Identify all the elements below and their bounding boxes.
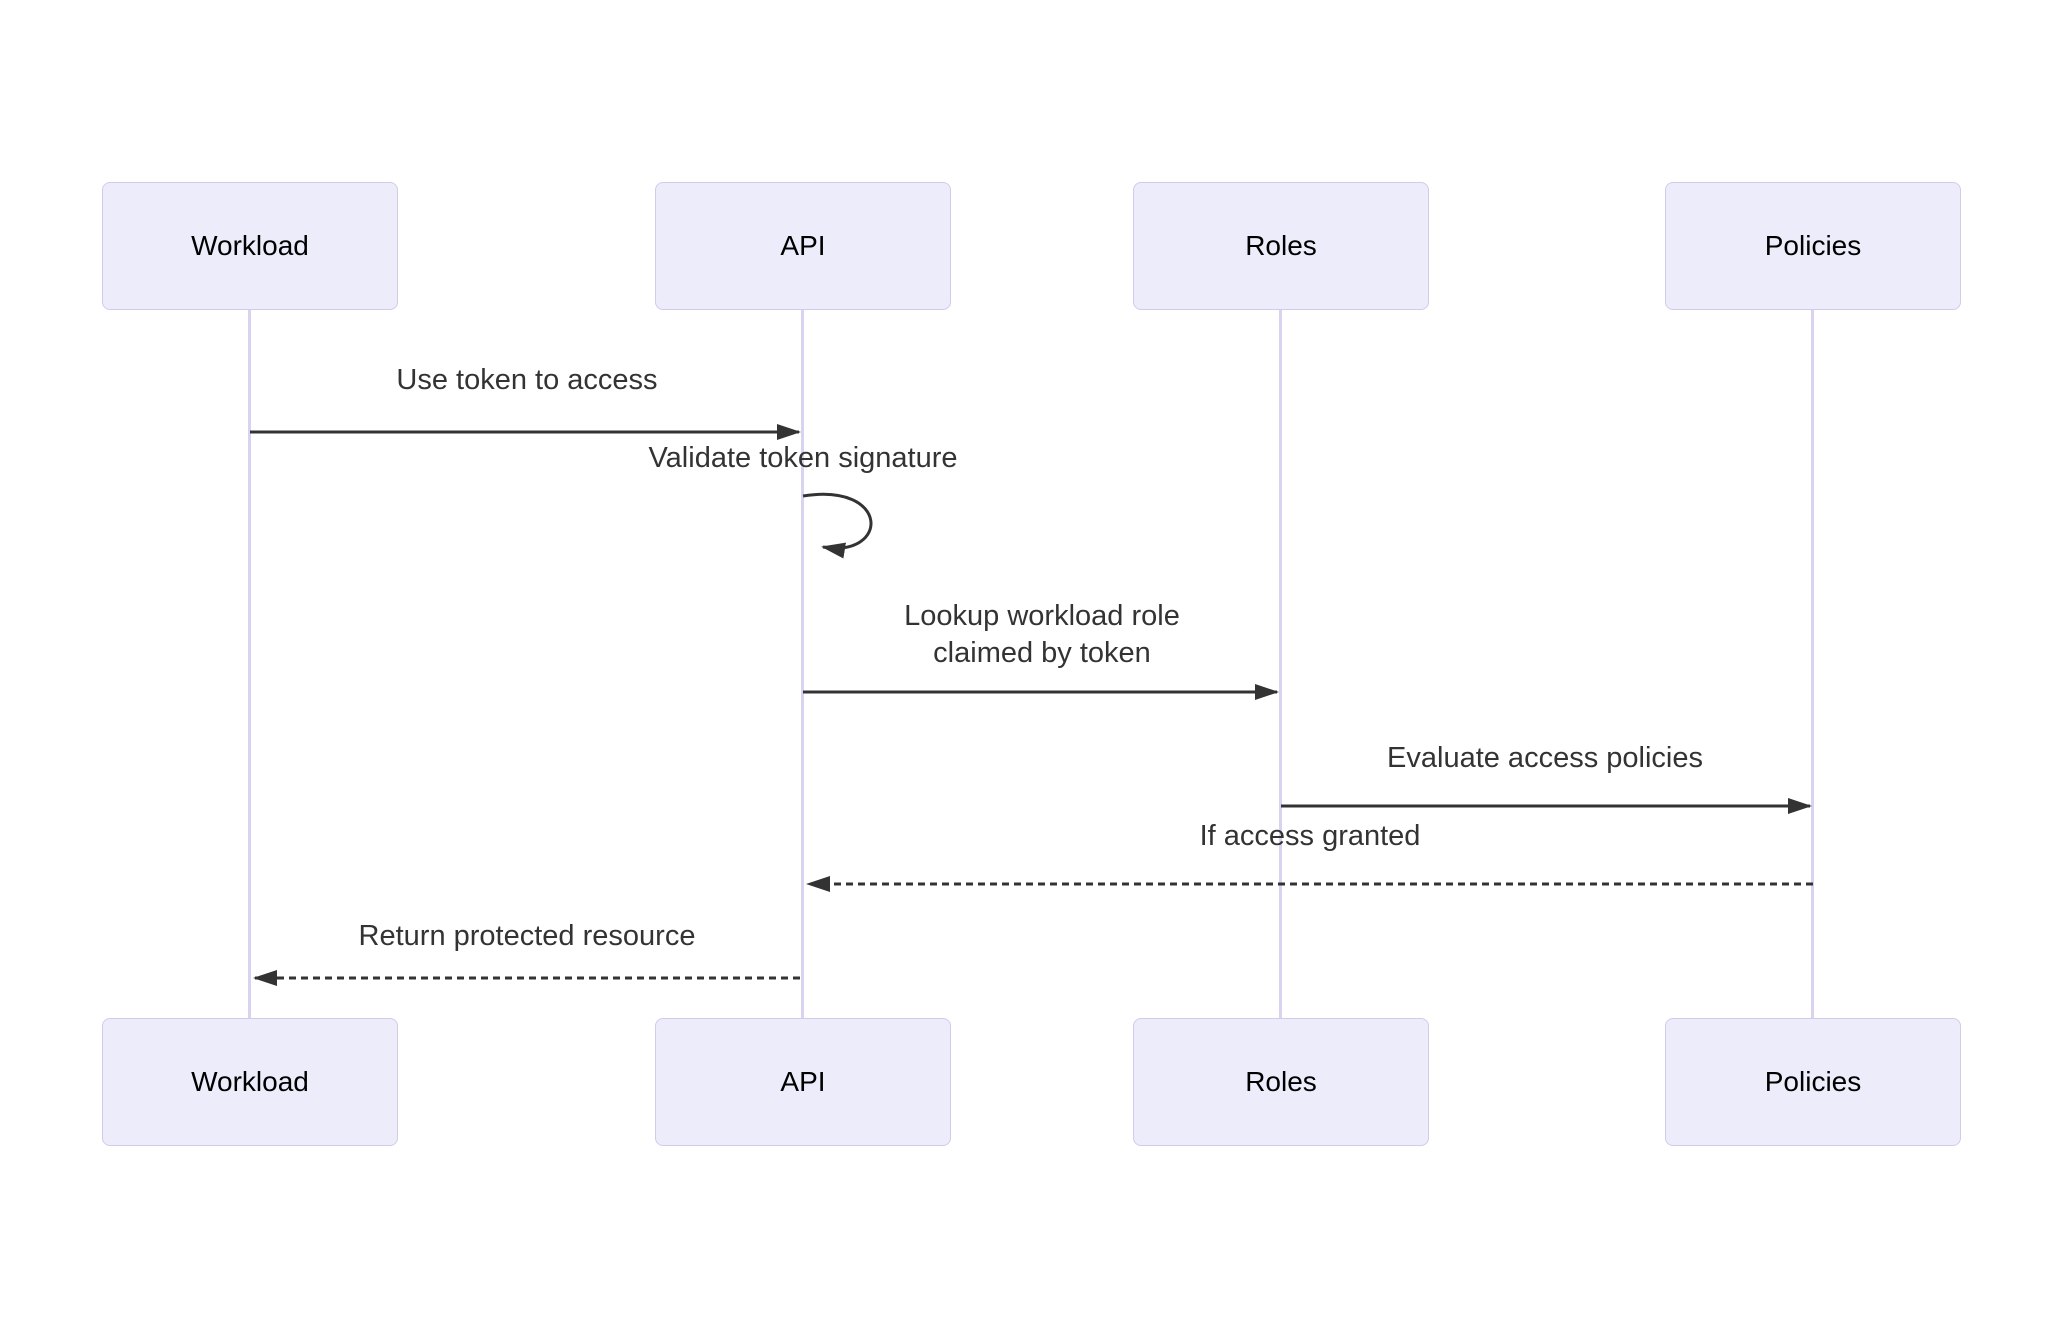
actor-label-policies-bottom: Policies	[1764, 1066, 1862, 1097]
arrow-validate-token-signature-self-loop	[802, 492, 873, 559]
actor-box-api-bottom: API	[655, 1018, 951, 1146]
actor-box-workload-bottom: Workload	[102, 1018, 398, 1146]
actor-label-policies-top: Policies	[1764, 230, 1862, 261]
actor-label-api-top: API	[780, 230, 826, 261]
actor-label-api-bottom: API	[780, 1066, 826, 1097]
lifeline-roles	[1279, 310, 1282, 1018]
actor-box-policies-top: Policies	[1665, 182, 1961, 310]
actor-label-workload-bottom: Workload	[191, 1066, 309, 1097]
actor-box-roles-bottom: Roles	[1133, 1018, 1429, 1146]
message-label-validate-token-signature: Validate token signature	[648, 442, 958, 474]
actor-label-workload-top: Workload	[191, 230, 309, 261]
actor-box-policies-bottom: Policies	[1665, 1018, 1961, 1146]
actor-box-api-top: API	[655, 182, 951, 310]
message-label-lookup-workload-role-line1: Lookup workload role	[904, 600, 1180, 632]
actor-label-roles-bottom: Roles	[1245, 1066, 1317, 1097]
message-label-if-access-granted: If access granted	[1199, 820, 1421, 852]
actor-label-roles-top: Roles	[1245, 230, 1317, 261]
message-label-return-protected-resource: Return protected resource	[358, 920, 696, 952]
lifeline-policies	[1811, 310, 1814, 1018]
message-label-evaluate-access-policies: Evaluate access policies	[1387, 742, 1703, 774]
lifeline-api	[801, 310, 804, 1018]
actor-box-workload-top: Workload	[102, 182, 398, 310]
message-label-use-token-to-access: Use token to access	[396, 364, 658, 396]
lifeline-workload	[248, 310, 251, 1018]
message-label-lookup-workload-role-line2: claimed by token	[933, 637, 1151, 669]
message-label-lookup-workload-role: Lookup workload role claimed by token	[904, 598, 1180, 672]
actor-box-roles-top: Roles	[1133, 182, 1429, 310]
